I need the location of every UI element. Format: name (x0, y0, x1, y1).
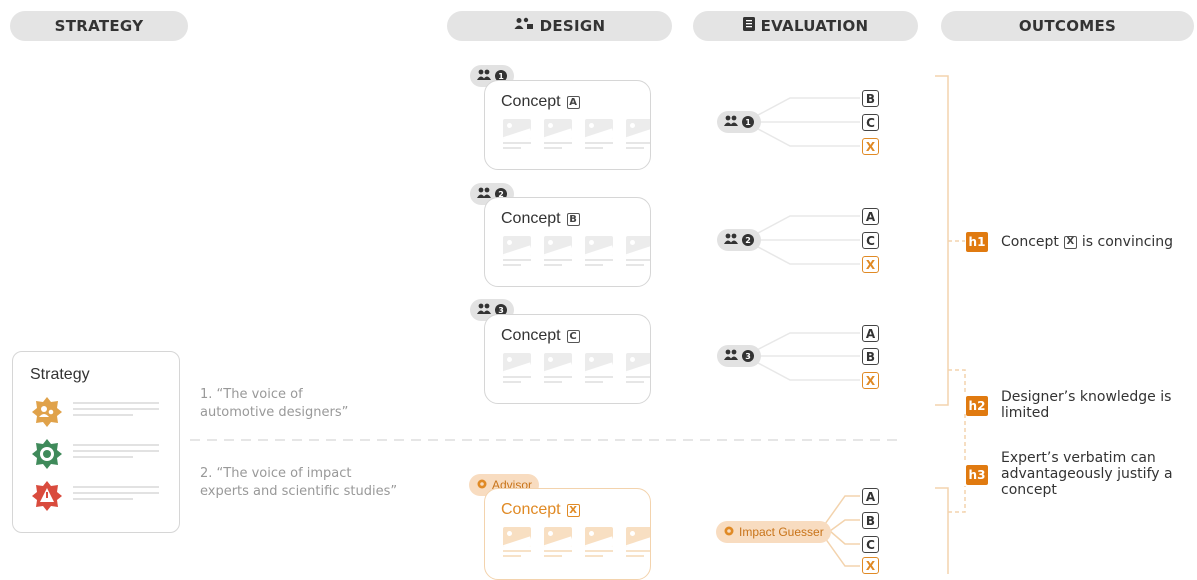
hypothesis-badge-h2: h2 (966, 396, 988, 416)
designer-number: 3 (495, 304, 507, 316)
image-placeholders (503, 236, 650, 266)
h1-text-post: is convincing (1081, 234, 1174, 250)
expert-badge-icon (31, 439, 63, 474)
header-strategy: STRATEGY (10, 11, 188, 41)
header-outcomes-label: OUTCOMES (1018, 17, 1117, 35)
h1-letter: X (1063, 235, 1077, 249)
strategy-quote-1: 1. “The voice of automotive designers” (200, 387, 349, 420)
image-icon (544, 527, 572, 547)
evaluator-tag-1: 1 (717, 111, 761, 133)
image-icon (544, 353, 572, 373)
header-design: DESIGN (447, 11, 672, 41)
strategy-row-3 (31, 480, 159, 517)
concept-word: Concept (501, 210, 561, 227)
hypothesis-h3-text: Expert’s verbatim can advantageously jus… (1001, 450, 1173, 498)
eval-letter: B (862, 512, 879, 529)
eval-letter: X (862, 256, 879, 273)
h1-text-pre: Concept (1001, 234, 1059, 250)
eval-letter: A (862, 208, 879, 225)
eval-letter: X (862, 138, 879, 155)
image-placeholders (503, 119, 650, 149)
header-design-label: DESIGN (539, 17, 606, 35)
hypothesis-h1-text: Concept X is convincing (1001, 234, 1173, 250)
concept-word: Concept (501, 327, 561, 344)
header-evaluation: EVALUATION (693, 11, 918, 41)
impact-badge-icon (31, 481, 63, 516)
document-icon (742, 17, 755, 35)
concept-letter: B (566, 212, 580, 226)
hypothesis-h2-text: Designer’s knowledge is limited (1001, 389, 1172, 421)
header-evaluation-label: EVALUATION (760, 17, 869, 35)
header-outcomes: OUTCOMES (941, 11, 1194, 41)
eval-letter: A (862, 325, 879, 342)
eval-letter: C (862, 232, 879, 249)
gear-icon (723, 525, 735, 540)
image-icon (626, 353, 650, 373)
image-icon (544, 119, 572, 139)
impact-guesser-label: Impact Guesser (739, 525, 824, 539)
image-icon (626, 236, 650, 256)
header-strategy-label: STRATEGY (54, 17, 144, 35)
image-icon (503, 353, 531, 373)
hypothesis-badge-h3: h3 (966, 465, 988, 485)
strategy-row-1 (31, 396, 159, 433)
concept-word: Concept (501, 93, 561, 110)
strategy-card: Strategy (12, 351, 180, 533)
people-icon (477, 185, 493, 203)
strategy-quote-2: 2. “The voice of impact experts and scie… (200, 466, 398, 499)
gear-icon (476, 478, 488, 493)
concept-card-b: Concept B (484, 197, 651, 287)
evaluator-tag-3: 3 (717, 345, 761, 367)
concept-letter: C (566, 329, 580, 343)
people-icon (477, 67, 493, 85)
image-icon (503, 119, 531, 139)
image-icon (544, 236, 572, 256)
image-placeholders (503, 527, 650, 557)
concept-card-a: Concept A (484, 80, 651, 170)
image-icon (503, 527, 531, 547)
image-icon (585, 353, 613, 373)
people-icon (724, 347, 740, 365)
designer-badge-icon (31, 397, 63, 432)
eval-letter: B (862, 90, 879, 107)
image-icon (585, 527, 613, 547)
people-icon (724, 231, 740, 249)
concept-letter: X (566, 503, 580, 517)
image-icon (626, 119, 650, 139)
eval-letter: B (862, 348, 879, 365)
people-icon (724, 113, 740, 131)
hypothesis-badge-h1: h1 (966, 232, 988, 252)
impact-guesser-tag: Impact Guesser (716, 521, 831, 543)
eval-letter: A (862, 488, 879, 505)
image-icon (585, 236, 613, 256)
evaluator-number: 3 (742, 350, 754, 362)
eval-letter: X (862, 372, 879, 389)
image-icon (503, 236, 531, 256)
evaluator-tag-2: 2 (717, 229, 761, 251)
eval-letter: C (862, 114, 879, 131)
concept-letter: A (566, 95, 580, 109)
strategy-row-2 (31, 438, 159, 475)
concept-word: Concept (501, 501, 561, 518)
eval-letter: X (862, 557, 879, 574)
people-icon (514, 17, 534, 35)
image-placeholders (503, 353, 650, 383)
image-icon (585, 119, 613, 139)
designer-number: 1 (495, 70, 507, 82)
eval-letter: C (862, 536, 879, 553)
strategy-card-title: Strategy (30, 366, 90, 383)
people-icon (477, 301, 493, 319)
evaluator-number: 2 (742, 234, 754, 246)
image-icon (626, 527, 650, 547)
concept-card-c: Concept C (484, 314, 651, 404)
concept-card-x: Concept X (484, 488, 651, 580)
evaluator-number: 1 (742, 116, 754, 128)
